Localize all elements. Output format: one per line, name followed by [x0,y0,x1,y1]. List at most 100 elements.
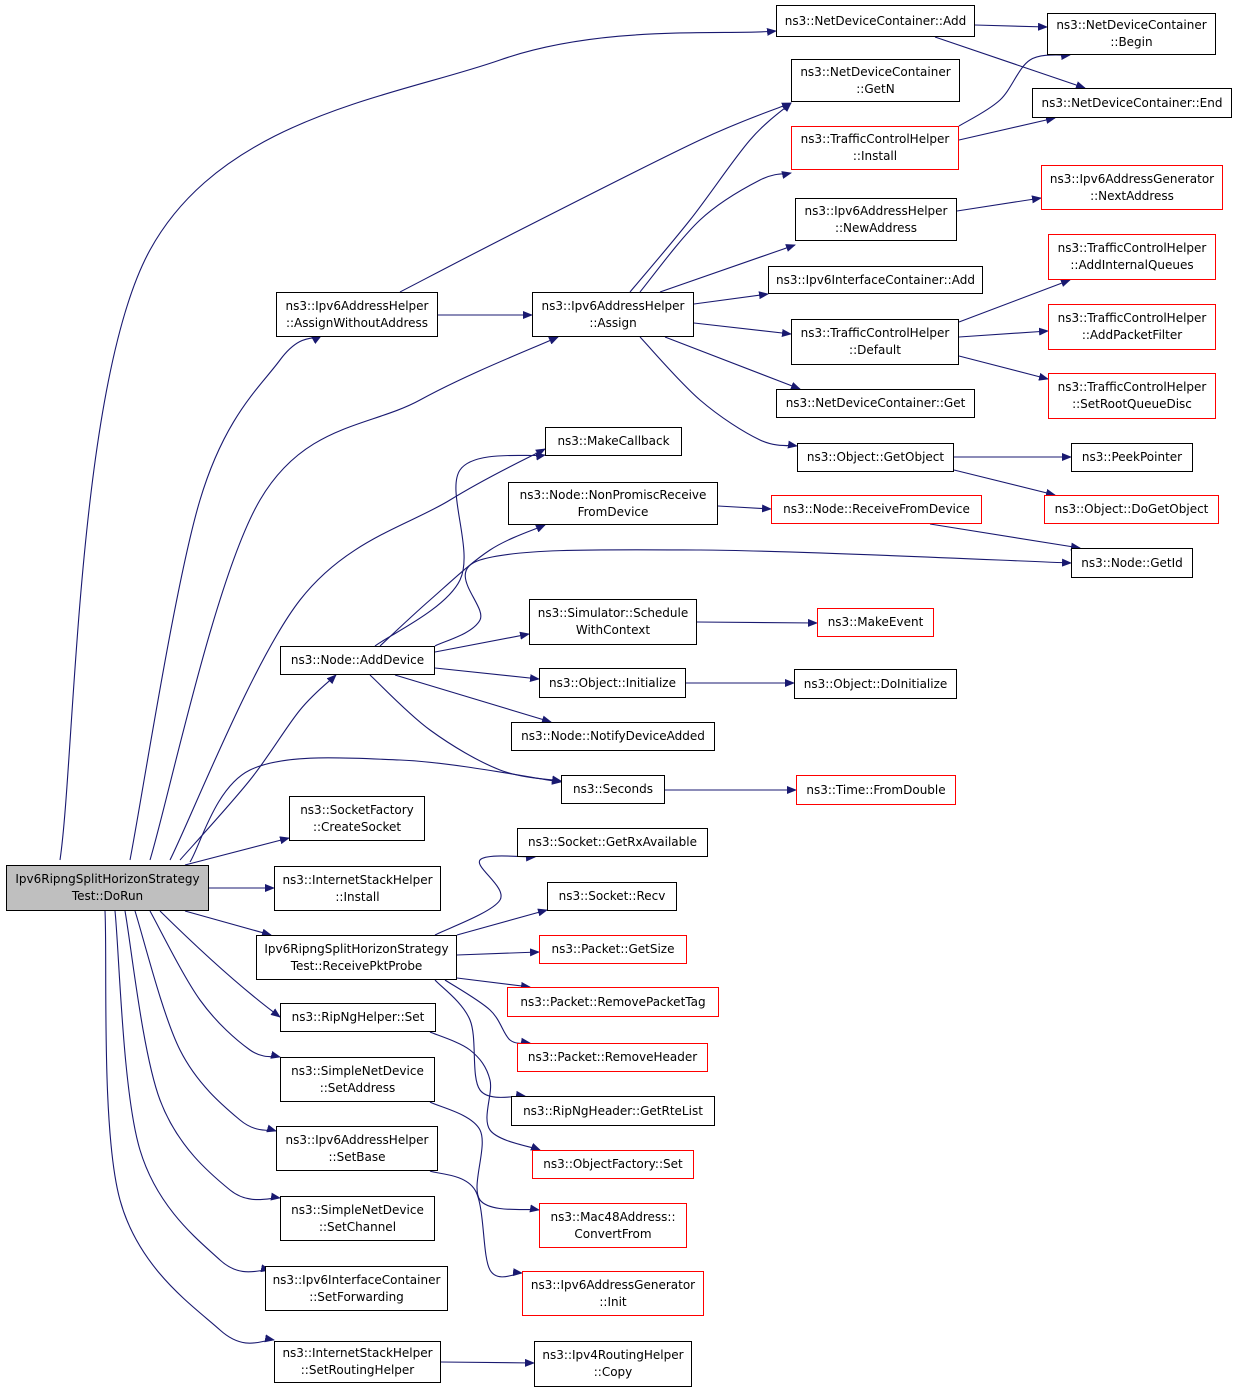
node-iah-newaddress[interactable]: ns3::Ipv6AddressHelper::NewAddress [795,198,957,241]
node-label-line: ns3::PeekPointer [1081,450,1183,464]
node-tch-install[interactable]: ns3::TrafficControlHelper::Install [791,126,959,170]
edge-root-to-ish-setrouting [104,910,275,1344]
node-peekpointer[interactable]: ns3::PeekPointer [1071,443,1193,472]
node-iah-assignwithout[interactable]: ns3::Ipv6AddressHelper::AssignWithoutAdd… [276,292,438,337]
node-iah-setbase[interactable]: ns3::Ipv6AddressHelper::SetBase [276,1126,438,1171]
node-label-line: ::AssignWithoutAddress [285,315,429,330]
node-node-notify[interactable]: ns3::Node::NotifyDeviceAdded [511,722,715,751]
node-tch-addinternal[interactable]: ns3::TrafficControlHelper::AddInternalQu… [1048,234,1216,280]
node-label-line: ns3::Simulator::Schedule [537,606,689,620]
node-label-line: ::GetN [856,81,895,96]
node-label-line: ns3::Socket::GetRxAvailable [528,835,697,849]
node-node-receivefrom[interactable]: ns3::Node::ReceiveFromDevice [771,495,982,524]
node-ripngheader-getrte[interactable]: ns3::RipNgHeader::GetRteList [511,1096,715,1126]
node-label-line: ::AddInternalQueues [1070,258,1194,272]
node-label-line: ns3::Ipv6AddressHelper [285,1132,429,1147]
node-label-line: ns3::Ipv6AddressHelper [804,203,948,218]
node-label-line: ns3::ObjectFactory::Set [543,1157,683,1171]
node-label-line: ns3::NetDeviceContainer [1056,18,1207,32]
node-label-line: ns3::Packet::GetSize [551,942,675,956]
edge-root-to-makecallback [169,448,546,861]
node-sf-createsocket[interactable]: ns3::SocketFactory::CreateSocket [289,796,425,841]
node-ipv4rh-copy[interactable]: ns3::Ipv4RoutingHelper::Copy [534,1341,692,1387]
node-iah-assign[interactable]: ns3::Ipv6AddressHelper::Assign [532,292,694,337]
node-tch-addpacketfilter[interactable]: ns3::TrafficControlHelper::AddPacketFilt… [1048,304,1216,350]
node-snd-setchannel[interactable]: ns3::SimpleNetDevice::SetChannel [280,1196,435,1241]
node-pkt-getsize[interactable]: ns3::Packet::GetSize [539,935,687,964]
edge-receivepktprobe-to-pkt-getsize [456,948,540,957]
node-sock-getrx[interactable]: ns3::Socket::GetRxAvailable [517,828,708,857]
edge-iah-assign-to-tch-install [639,171,792,293]
node-label-line: ::SetAddress [319,1080,396,1095]
node-label-line: ns3::Packet::RemovePacketTag [520,994,706,1009]
node-obj-doinitialize[interactable]: ns3::Object::DoInitialize [794,669,957,699]
node-label-line: ::SetRoutingHelper [300,1363,415,1377]
node-label-line: ns3::Ipv6AddressHelper [285,298,429,313]
edge-node-adddevice-to-node-nonpromisc [379,524,546,647]
node-label-line: ns3::Mac48Address:: [550,1209,676,1224]
node-makecallback[interactable]: ns3::MakeCallback [545,427,682,456]
node-pkt-removeheader[interactable]: ns3::Packet::RemoveHeader [517,1043,708,1072]
edge-sim-schedule-to-makeevent [696,618,818,627]
node-label-line: ns3::TrafficControlHelper [1057,241,1207,255]
edge-iah-assign-to-iah-newaddress [659,244,796,293]
node-ndc-get[interactable]: ns3::NetDeviceContainer::Get [776,389,975,418]
edge-root-to-iah-assign [149,336,559,861]
edge-receivepktprobe-to-sock-getrx [434,853,536,936]
node-iag-init[interactable]: ns3::Ipv6AddressGenerator::Init [522,1271,704,1316]
node-ndc-getn[interactable]: ns3::NetDeviceContainer::GetN [791,59,960,102]
node-ndc-begin[interactable]: ns3::NetDeviceContainer::Begin [1047,13,1216,55]
node-mac48-convertfrom[interactable]: ns3::Mac48Address::ConvertFrom [539,1203,687,1248]
edge-node-adddevice-to-seconds [369,674,562,784]
node-label-line: Ipv6RipngSplitHorizonStrategy [264,941,449,956]
node-obj-initialize[interactable]: ns3::Object::Initialize [539,668,686,698]
node-ish-setrouting[interactable]: ns3::InternetStackHelper::SetRoutingHelp… [274,1341,441,1383]
node-label-line: ::Init [599,1294,627,1309]
node-label-line: ::SetRootQueueDisc [1072,397,1192,411]
node-ndc-add[interactable]: ns3::NetDeviceContainer::Add [776,5,975,37]
node-seconds[interactable]: ns3::Seconds [561,775,665,804]
node-sock-recv[interactable]: ns3::Socket::Recv [547,882,677,911]
node-iic-setforwarding[interactable]: ns3::Ipv6InterfaceContainer::SetForwardi… [265,1266,448,1311]
node-ripng-set[interactable]: ns3::RipNgHelper::Set [280,1003,436,1032]
node-label-line: ns3::SimpleNetDevice [291,1202,424,1217]
edge-node-adddevice-to-node-notify [394,674,552,724]
node-of-set[interactable]: ns3::ObjectFactory::Set [532,1150,694,1179]
node-label-line: ns3::TrafficControlHelper [800,326,950,340]
edge-iah-assignwithout-to-ndc-getn [399,102,792,293]
node-obj-dogetobject[interactable]: ns3::Object::DoGetObject [1044,495,1219,524]
node-obj-getobject[interactable]: ns3::Object::GetObject [797,443,954,472]
node-node-adddevice[interactable]: ns3::Node::AddDevice [280,646,435,675]
edge-receivepktprobe-to-pkt-removetag [456,977,531,990]
node-label-line: ns3::Node::ReceiveFromDevice [783,502,970,516]
edge-root-to-receivepktprobe [184,910,272,937]
node-ish-install[interactable]: ns3::InternetStackHelper::Install [274,866,441,911]
node-tch-setroot[interactable]: ns3::TrafficControlHelper::SetRootQueueD… [1048,373,1216,419]
node-label-line: ::Default [849,343,901,357]
edge-root-to-iah-setbase [134,910,277,1133]
edge-snd-setaddress-to-mac48-convertfrom [429,1101,540,1213]
node-iic-add[interactable]: ns3::Ipv6InterfaceContainer::Add [768,266,983,294]
node-node-getid[interactable]: ns3::Node::GetId [1071,548,1193,578]
node-tch-default[interactable]: ns3::TrafficControlHelper::Default [791,319,959,365]
node-snd-setaddress[interactable]: ns3::SimpleNetDevice::SetAddress [280,1057,435,1102]
edge-iah-assign-to-ndc-get [664,336,801,390]
node-time-fromdouble[interactable]: ns3::Time::FromDouble [796,775,956,805]
node-label-line: ::SetBase [328,1149,386,1164]
edge-node-nonpromisc-to-node-receivefrom [717,504,772,513]
node-ndc-end[interactable]: ns3::NetDeviceContainer::End [1032,88,1232,118]
node-iag-nextaddress[interactable]: ns3::Ipv6AddressGenerator::NextAddress [1041,165,1223,210]
node-label-line: ::Install [335,889,380,904]
node-pkt-removetag[interactable]: ns3::Packet::RemovePacketTag [507,987,719,1017]
node-makeevent[interactable]: ns3::MakeEvent [817,608,934,637]
edge-receivepktprobe-to-ripngheader-getrte [434,979,526,1099]
node-label-line: ::Assign [589,315,637,330]
node-label-line: ::Install [852,149,898,163]
node-label-line: ns3::NetDeviceContainer::Add [784,13,967,28]
node-label-line: ns3::Packet::RemoveHeader [527,1050,698,1064]
